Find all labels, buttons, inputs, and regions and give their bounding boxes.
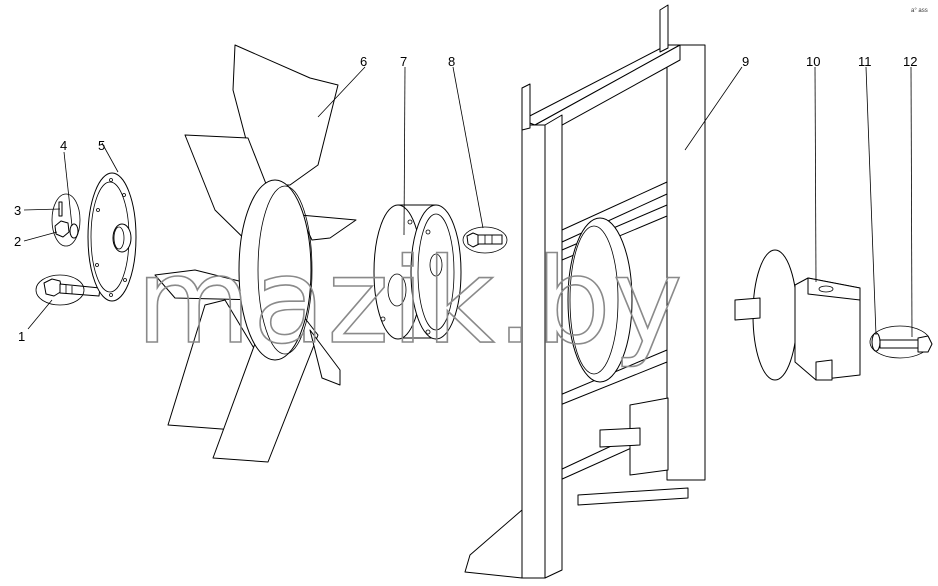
part-5-flange	[87, 172, 137, 302]
corner-mark: a° ass	[911, 8, 928, 14]
part-6-fan	[154, 44, 357, 463]
callout-5: 5	[98, 138, 105, 153]
callout-1: 1	[18, 329, 25, 344]
part-8-bolt	[462, 226, 508, 254]
leader-lines	[23, 66, 913, 338]
parts-2-3-4-fasteners	[51, 193, 81, 247]
callout-12: 12	[903, 54, 917, 69]
callout-10: 10	[806, 54, 820, 69]
callout-9: 9	[742, 54, 749, 69]
callout-11: 11	[858, 54, 872, 69]
callout-2: 2	[14, 234, 21, 249]
callout-6: 6	[360, 54, 367, 69]
watermark-text: mazik.by	[136, 232, 685, 370]
part-7-pulley	[373, 204, 462, 340]
part-1-bolt	[35, 274, 101, 306]
callout-labels: 1 2 3 4 5 6 7 8 9 10 11 12	[14, 54, 917, 344]
parts-11-12-fasteners	[869, 325, 933, 359]
callout-8: 8	[448, 54, 455, 69]
part-9-frame	[464, 4, 706, 579]
part-10-motor	[734, 249, 861, 381]
callout-4: 4	[60, 138, 67, 153]
callout-3: 3	[14, 203, 21, 218]
callout-7: 7	[400, 54, 407, 69]
